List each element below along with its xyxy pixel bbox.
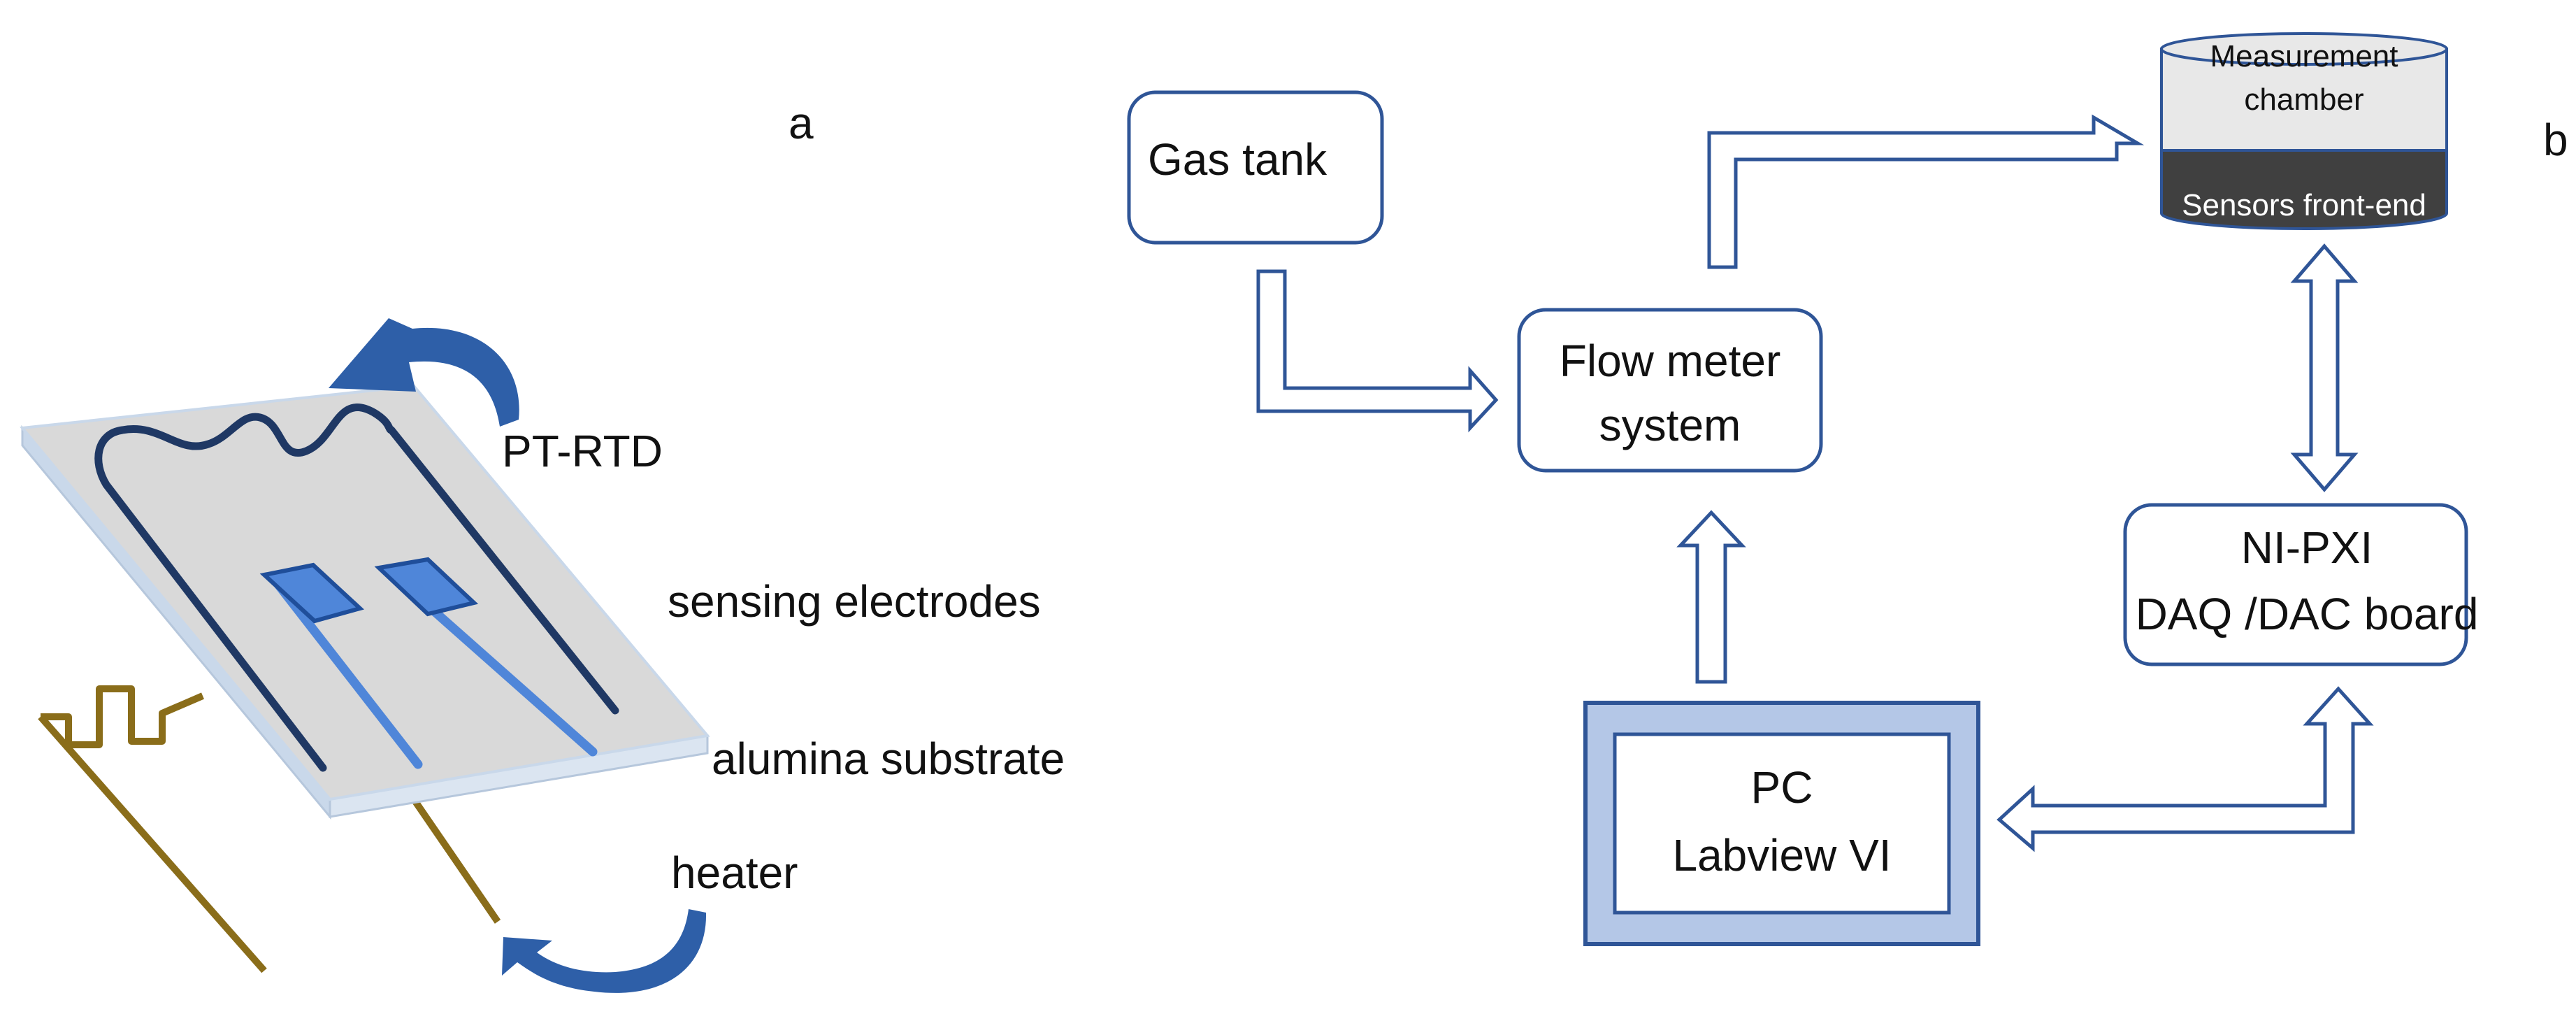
flow-arrows (1256, 114, 2374, 852)
flow-meter-label-line1: Flow meter (1560, 336, 1781, 386)
sensors-front-end-label: Sensors front-end (2182, 188, 2426, 222)
pc-label-line1: PC (1751, 762, 1813, 813)
gas-tank-box: Gas tank (1127, 90, 1384, 245)
pt-rtd-label: PT-RTD (502, 426, 663, 476)
alumina-substrate-label: alumina substrate (712, 734, 1065, 784)
electrode-right-pad (374, 557, 479, 617)
daq-board-box: NI-PXI DAQ /DAC board (2123, 503, 2479, 666)
measurement-chamber: Measurement chamber Sensors front-end (2160, 32, 2448, 230)
arrow-pc-to-flowmeter (1676, 510, 1746, 684)
chamber-label-line1: Measurement (2210, 39, 2398, 73)
heater-trace (38, 685, 501, 973)
panel-a: a PT-RTD sensing electrodes alumina s (20, 98, 1065, 993)
pc-box: PC Labview VI (1583, 701, 1980, 946)
daq-label-line2: DAQ /DAC board (2136, 589, 2479, 639)
daq-label-line1: NI-PXI (2241, 522, 2373, 573)
panel-b: b Gas tank Flow meter system Measurement… (1127, 32, 2568, 946)
chamber-bottom (2160, 149, 2448, 230)
arrow-gastank-to-flowmeter (1256, 269, 1499, 433)
flow-meter-label-line2: system (1599, 400, 1741, 450)
flow-meter-box: Flow meter system (1517, 308, 1823, 473)
heater-label: heater (671, 848, 798, 898)
arrow-chamber-daq (2290, 243, 2359, 492)
heater-curved-arrow (502, 909, 707, 993)
pt-rtd-wire (94, 404, 619, 772)
electrode-left-pad (259, 562, 364, 624)
sensing-electrodes-label: sensing electrodes (668, 576, 1041, 627)
panel-a-label: a (789, 98, 814, 148)
panel-b-label: b (2543, 115, 2568, 165)
heater-serpentine (41, 685, 204, 748)
heater-lead-right (410, 797, 501, 924)
chamber-label-line2: chamber (2244, 83, 2363, 117)
pc-label-line2: Labview VI (1672, 830, 1891, 880)
gas-tank-label: Gas tank (1148, 134, 1327, 185)
arrow-flowmeter-to-chamber (1707, 114, 2145, 269)
heater-lead-left (38, 714, 267, 973)
rtd-curved-arrow (329, 318, 519, 427)
sensing-electrodes (259, 557, 598, 769)
chamber-top (2160, 32, 2448, 66)
arrow-daq-pc (1996, 686, 2374, 852)
electrode-left-lead (271, 577, 423, 769)
